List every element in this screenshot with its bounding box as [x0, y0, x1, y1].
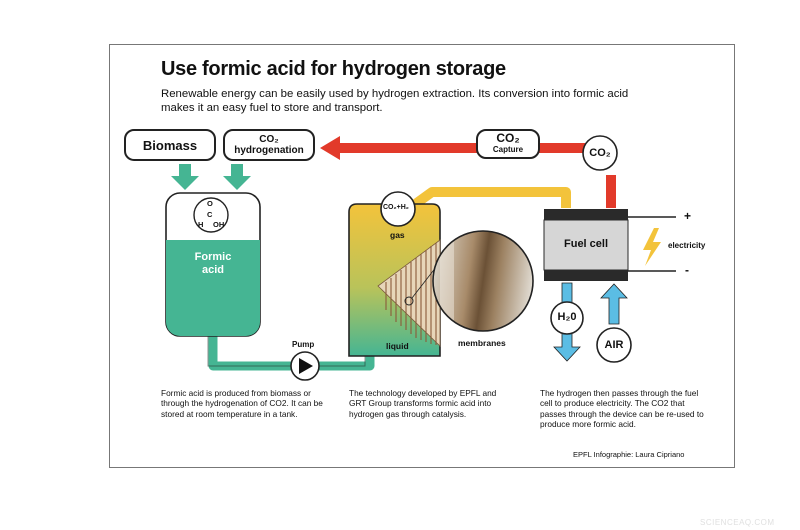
co2-capture-box: CO₂ Capture — [476, 129, 540, 159]
co2-circle-label: CO₂ — [589, 147, 611, 159]
molecule-o: O — [207, 199, 213, 208]
electricity-label: electricity — [668, 241, 706, 250]
co2-circle — [582, 135, 618, 171]
page-subtitle: Renewable energy can be easily used by h… — [161, 88, 629, 114]
formic-acid-label: Formic acid — [176, 251, 250, 277]
co2-capture-label-1: CO₂ — [496, 131, 520, 145]
caption-fuel-cell: The hydrogen then passes through the fue… — [540, 388, 704, 430]
formic-acid-molecule — [193, 197, 229, 233]
watermark: SCIENCEAQ.COM — [700, 518, 775, 527]
water-label: H₂0 — [557, 311, 577, 323]
fuel-cell-label: Fuel cell — [564, 238, 609, 250]
hydrogen-gas-pipe — [411, 187, 571, 210]
input-arrows — [171, 164, 251, 190]
co2-return-arrow — [320, 136, 585, 160]
liquid-label: liquid — [386, 341, 409, 351]
pump-label: Pump — [292, 340, 315, 349]
biomass-label: Biomass — [142, 137, 198, 153]
co2-hydrogenation-label-2: hydrogenation — [234, 145, 304, 156]
pump — [290, 351, 320, 381]
molecule-h: H — [198, 220, 204, 229]
page-title: Use formic acid for hydrogen storage — [161, 58, 506, 80]
molecule-oh: OH — [213, 220, 225, 229]
caption-technology: The technology developed by EPFL and GRT… — [349, 388, 497, 419]
air-label: AIR — [604, 339, 624, 351]
co2-hydrogenation-label-1: CO₂ — [259, 134, 279, 145]
membranes-label: membranes — [458, 338, 506, 348]
co2-capture-label-2: Capture — [492, 145, 524, 154]
gas-label: gas — [390, 230, 405, 240]
lightning-icon — [643, 228, 661, 266]
membrane-photo — [426, 224, 540, 338]
water-circle — [550, 301, 584, 335]
gas-circle — [380, 191, 416, 227]
minus-terminal-label: - — [685, 263, 689, 277]
biomass-box: Biomass — [124, 129, 216, 161]
caption-formic-acid: Formic acid is produced from biomass or … — [161, 388, 323, 419]
credit: EPFL Infographie: Laura Cipriano — [573, 450, 685, 459]
air-in-arrow — [600, 283, 628, 325]
fuel-cell — [543, 209, 676, 281]
plus-terminal-label: + — [684, 209, 692, 223]
formic-acid-label-2: acid — [201, 264, 224, 276]
gas-formula-label: CO₂+H₂ — [383, 204, 409, 211]
formic-acid-tank — [165, 192, 261, 337]
air-circle — [596, 327, 632, 363]
formic-acid-label-1: Formic — [194, 251, 232, 263]
co2-hydrogenation-box: CO₂ hydrogenation — [223, 129, 315, 161]
reactor — [348, 203, 441, 357]
molecule-c: C — [207, 210, 213, 219]
